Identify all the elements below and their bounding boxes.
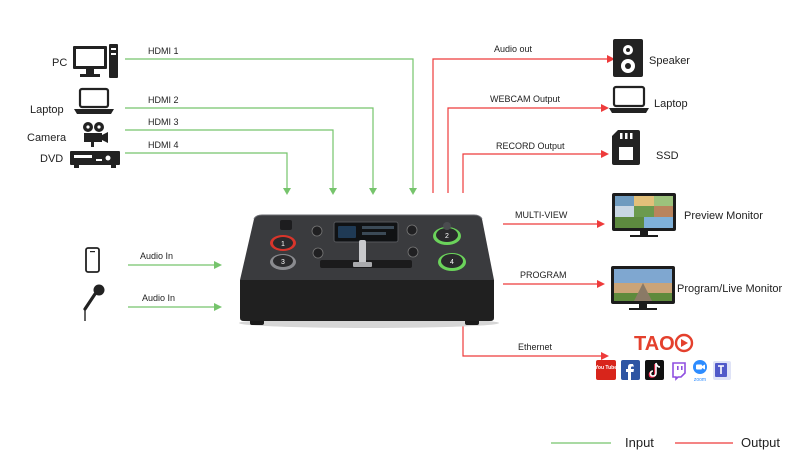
hdmi1-label: HDMI 1 xyxy=(148,46,179,56)
multi-view-label: MULTI-VIEW xyxy=(515,210,568,220)
button-1-label: 1 xyxy=(281,241,285,248)
webcam-out-line xyxy=(447,107,604,193)
teams-icon xyxy=(713,361,731,380)
hdmi4-label: HDMI 4 xyxy=(148,140,179,150)
audio-out-line xyxy=(432,58,610,193)
record-output-label: RECORD Output xyxy=(496,141,565,151)
output-arrowheads xyxy=(597,55,615,360)
preview-monitor-label: Preview Monitor xyxy=(684,210,763,222)
preview-monitor-destination: Preview Monitor xyxy=(612,193,763,237)
button-4 xyxy=(441,254,463,268)
video-switcher-device: 1 3 2 4 xyxy=(239,214,499,328)
dvd-source: DVD xyxy=(40,151,120,168)
speaker-label: Speaker xyxy=(649,55,690,67)
tiktok-icon xyxy=(645,360,664,380)
tao-brand-text: TAO xyxy=(634,333,675,355)
audio-in-mic-label: Audio In xyxy=(142,293,175,303)
speaker-icon xyxy=(613,39,643,77)
ssd-destination: SSD xyxy=(612,130,679,165)
record-out-line xyxy=(462,153,604,193)
monitor-icon xyxy=(612,193,676,237)
ethernet-line xyxy=(462,325,604,357)
movie-camera-icon xyxy=(83,122,108,147)
ssd-label: SSD xyxy=(656,150,679,162)
pc-icon xyxy=(73,44,118,78)
audio-in-phone-label: Audio In xyxy=(140,251,173,261)
hdmi3-line xyxy=(125,129,334,193)
zoom-text: zoom xyxy=(694,377,706,383)
ethernet-label: Ethernet xyxy=(518,342,553,352)
hdmi1-line xyxy=(125,58,414,193)
t-bar-fader xyxy=(359,240,366,264)
program-monitor-destination: Program/Live Monitor xyxy=(611,266,782,310)
output-lines xyxy=(432,58,610,357)
zoom-icon: zoom xyxy=(693,360,707,383)
laptop-destination: Laptop xyxy=(609,85,688,113)
youtube-icon: You Tube xyxy=(595,360,617,380)
streaming-platforms: You Tube zoom xyxy=(595,360,731,383)
program-monitor-label: Program/Live Monitor xyxy=(677,283,782,295)
facebook-icon xyxy=(621,360,640,380)
button-3-label: 3 xyxy=(281,259,285,266)
input-lines xyxy=(125,58,414,308)
legend: Input Output xyxy=(551,435,780,450)
microphone-icon xyxy=(83,284,105,321)
audio-out-label: Audio out xyxy=(494,44,533,54)
button-3 xyxy=(273,255,293,267)
monitor-icon xyxy=(611,266,675,310)
hdmi3-label: HDMI 3 xyxy=(148,117,179,127)
laptop-source: Laptop xyxy=(30,87,114,116)
input-arrowheads xyxy=(214,188,417,311)
hdmi2-line xyxy=(125,107,374,193)
dvd-player-icon xyxy=(70,151,120,168)
tao-logo: TAO xyxy=(634,333,694,355)
phone-icon xyxy=(85,247,100,273)
legend-output-label: Output xyxy=(741,435,780,450)
webcam-output-label: WEBCAM Output xyxy=(490,94,561,104)
laptop-source-label: Laptop xyxy=(30,104,64,116)
laptop-icon xyxy=(609,85,649,113)
button-2-label: 2 xyxy=(445,233,449,240)
hdmi4-line xyxy=(125,152,288,193)
sd-card-icon xyxy=(612,130,640,165)
program-label: PROGRAM xyxy=(520,270,567,280)
dvd-label: DVD xyxy=(40,153,63,165)
camera-label: Camera xyxy=(27,132,67,144)
usb-port xyxy=(280,220,292,230)
youtube-text: You Tube xyxy=(595,365,617,371)
speaker-destination: Speaker xyxy=(613,39,690,77)
button-4-label: 4 xyxy=(450,259,454,266)
laptop-destination-label: Laptop xyxy=(654,98,688,110)
button-1 xyxy=(273,237,293,249)
laptop-icon xyxy=(74,87,114,114)
pc-source: PC xyxy=(52,44,118,78)
legend-input-label: Input xyxy=(625,435,654,450)
pc-label: PC xyxy=(52,57,67,69)
twitch-icon xyxy=(669,360,688,381)
joystick xyxy=(436,228,458,242)
camera-source: Camera xyxy=(27,122,108,147)
hdmi2-label: HDMI 2 xyxy=(148,95,179,105)
